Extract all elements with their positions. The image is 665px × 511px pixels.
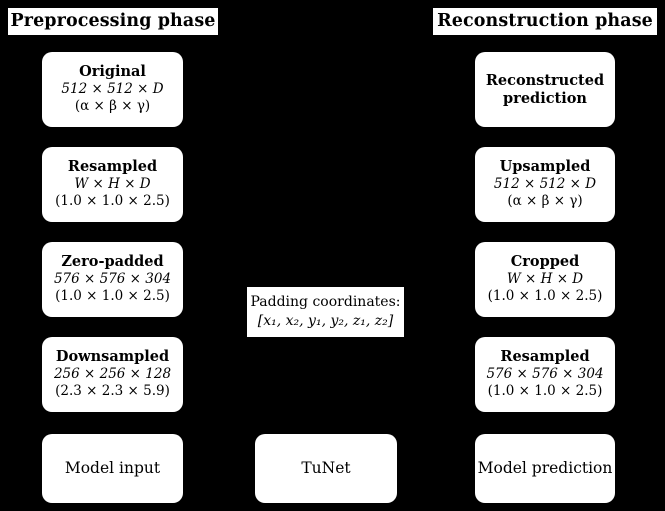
stage-spacing: (1.0 × 1.0 × 2.5)	[55, 288, 170, 305]
stage-box-reconstructed-prediction[interactable]: Reconstructed prediction	[475, 52, 615, 127]
stage-title: Cropped	[510, 253, 580, 271]
stage-box-cropped[interactable]: Cropped W × H × D (1.0 × 1.0 × 2.5)	[475, 242, 615, 317]
stage-dimensions: 512 × 512 × D	[493, 175, 597, 192]
stage-dimensions: W × H × D	[506, 270, 584, 287]
stage-dimensions: 512 × 512 × D	[61, 80, 164, 97]
stage-box-resampled-pre[interactable]: Resampled W × H × D (1.0 × 1.0 × 2.5)	[42, 147, 183, 222]
stage-box-model-input[interactable]: Model input	[42, 434, 183, 503]
stage-spacing: (2.3 × 2.3 × 5.9)	[55, 383, 170, 400]
stage-title: TuNet	[301, 459, 351, 478]
stage-box-zero-padded[interactable]: Zero-padded 576 × 576 × 304 (1.0 × 1.0 ×…	[42, 242, 183, 317]
stage-title: Reconstructed prediction	[485, 71, 605, 107]
stage-box-upsampled[interactable]: Upsampled 512 × 512 × D (α × β × γ)	[475, 147, 615, 222]
stage-spacing: (1.0 × 1.0 × 2.5)	[487, 288, 603, 305]
stage-spacing: (α × β × γ)	[74, 98, 151, 115]
padding-note-values: [x₁, x₂, y₁, y₂, z₁, z₂]	[257, 312, 394, 329]
stage-spacing: (1.0 × 1.0 × 2.5)	[55, 193, 170, 210]
stage-box-tunet[interactable]: TuNet	[255, 434, 397, 503]
stage-dimensions: 576 × 576 × 304	[53, 270, 172, 287]
stage-dimensions: 256 × 256 × 128	[53, 365, 172, 382]
stage-title: Resampled	[500, 348, 590, 366]
padding-note-label: Padding coordinates:	[250, 294, 401, 311]
stage-title: Model prediction	[477, 459, 613, 478]
stage-spacing: (1.0 × 1.0 × 2.5)	[487, 383, 603, 400]
stage-dimensions: W × H × D	[74, 175, 151, 192]
stage-box-original[interactable]: Original 512 × 512 × D (α × β × γ)	[42, 52, 183, 127]
stage-dimensions: 576 × 576 × 304	[486, 365, 604, 382]
stage-box-model-prediction[interactable]: Model prediction	[475, 434, 615, 503]
stage-box-resampled-post[interactable]: Resampled 576 × 576 × 304 (1.0 × 1.0 × 2…	[475, 337, 615, 412]
stage-title: Model input	[64, 459, 161, 478]
stage-title: Resampled	[67, 158, 158, 176]
padding-coordinates-note: Padding coordinates: [x₁, x₂, y₁, y₂, z₁…	[247, 287, 404, 337]
preprocessing-phase-header: Preprocessing phase	[8, 8, 218, 35]
stage-title: Downsampled	[55, 348, 170, 366]
reconstruction-phase-header: Reconstruction phase	[433, 8, 657, 35]
stage-spacing: (α × β × γ)	[507, 193, 583, 210]
stage-box-downsampled[interactable]: Downsampled 256 × 256 × 128 (2.3 × 2.3 ×…	[42, 337, 183, 412]
stage-title: Original	[79, 63, 146, 81]
stage-title: Upsampled	[499, 158, 591, 176]
stage-title: Zero-padded	[61, 253, 164, 271]
